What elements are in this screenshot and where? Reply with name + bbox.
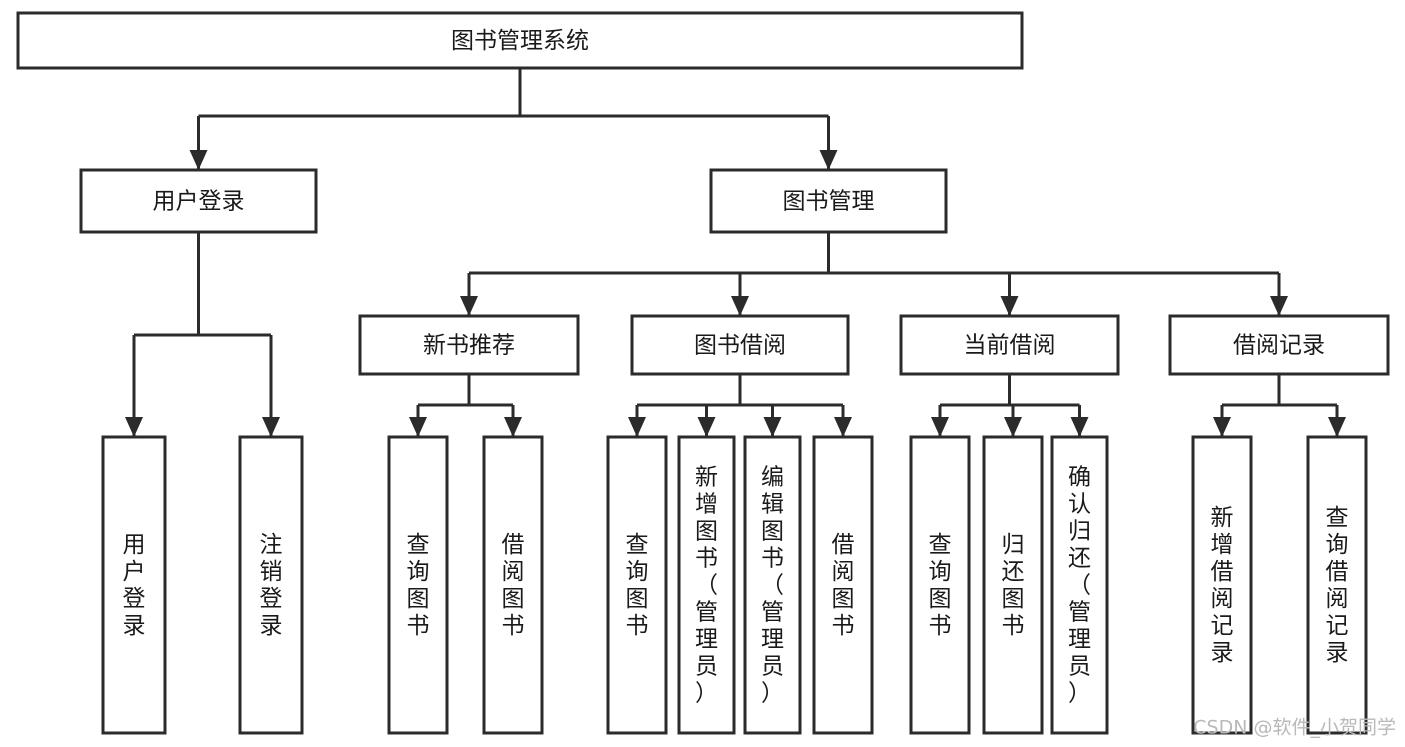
node-l2-book-borrow[interactable]: 图书借阅 (630, 314, 850, 376)
arrow-head-icon (125, 417, 143, 437)
node-box (387, 435, 449, 735)
node-layer: 图书管理系统用户登录图书管理新书推荐图书借阅当前借阅借阅记录用户登录注销登录查询… (16, 11, 1390, 735)
node-label: 编辑图书（管理员） (761, 465, 784, 707)
node-box (743, 435, 802, 735)
arrow-head-icon (409, 417, 427, 437)
node-box (79, 168, 318, 234)
node-root[interactable]: 图书管理系统 (16, 11, 1024, 70)
arrow-head-icon (504, 417, 522, 437)
node-label: 注销登录 (260, 532, 283, 639)
arrow-head-icon (1070, 417, 1089, 437)
arrow-head-icon (763, 417, 782, 437)
node-box (812, 435, 874, 735)
node-l2-new-book-rec[interactable]: 新书推荐 (358, 314, 580, 376)
node-leaf-edit-book[interactable]: 编辑图书（管理员） (743, 435, 802, 735)
node-label: 用户登录 (153, 189, 245, 215)
arrow-head-icon (1270, 296, 1288, 316)
node-box (482, 435, 544, 735)
node-box (709, 168, 948, 234)
node-box (982, 435, 1044, 735)
node-box (101, 435, 167, 735)
arrow-head-icon (189, 150, 208, 170)
arrow-head-icon (628, 417, 646, 437)
arrow-head-icon (1213, 417, 1231, 437)
arrow-head-icon (1000, 296, 1019, 316)
node-box (909, 435, 971, 735)
node-label: 确认归还（管理员） (1068, 465, 1091, 707)
node-label: 借阅图书 (832, 532, 855, 639)
node-leaf-borrow-book-a[interactable]: 借阅图书 (482, 435, 544, 735)
node-label: 当前借阅 (964, 333, 1056, 359)
arrow-head-icon (262, 417, 280, 437)
node-leaf-add-book[interactable]: 新增图书（管理员） (677, 435, 736, 735)
node-box (238, 435, 304, 735)
node-box (899, 314, 1120, 376)
node-l2-borrow-record[interactable]: 借阅记录 (1168, 314, 1390, 376)
arrow-head-icon (819, 150, 838, 170)
node-label: 图书借阅 (694, 333, 786, 359)
node-box (1168, 314, 1390, 376)
node-label: 借阅图书 (502, 532, 525, 639)
node-label: 查询图书 (407, 532, 430, 639)
node-leaf-query-record[interactable]: 查询借阅记录 (1306, 435, 1368, 735)
node-box (16, 11, 1024, 70)
node-leaf-logout[interactable]: 注销登录 (238, 435, 304, 735)
node-label: 新增借阅记录 (1211, 505, 1234, 666)
node-l1-user-login[interactable]: 用户登录 (79, 168, 318, 234)
arrow-head-icon (460, 296, 478, 316)
node-label: 归还图书 (1002, 532, 1025, 639)
node-box (1050, 435, 1109, 735)
arrow-head-icon (1004, 417, 1022, 437)
arrow-head-icon (834, 417, 852, 437)
node-leaf-confirm-return[interactable]: 确认归还（管理员） (1050, 435, 1109, 735)
arrow-head-icon (731, 296, 749, 316)
node-box (1191, 435, 1253, 735)
node-leaf-query-book-c[interactable]: 查询图书 (909, 435, 971, 735)
node-label: 新增图书（管理员） (695, 465, 718, 707)
node-leaf-borrow-book-b[interactable]: 借阅图书 (812, 435, 874, 735)
node-label: 图书管理 (783, 189, 875, 215)
node-box (1306, 435, 1368, 735)
node-box (606, 435, 668, 735)
node-box (358, 314, 580, 376)
node-label: 用户登录 (123, 532, 146, 639)
arrow-head-icon (1328, 417, 1346, 437)
node-label: 新书推荐 (423, 333, 515, 359)
node-l1-book-manage[interactable]: 图书管理 (709, 168, 948, 234)
node-leaf-add-record[interactable]: 新增借阅记录 (1191, 435, 1253, 735)
connector-layer (125, 68, 1346, 437)
node-label: 图书管理系统 (451, 28, 589, 54)
node-l2-current-borrow[interactable]: 当前借阅 (899, 314, 1120, 376)
node-leaf-query-book-a[interactable]: 查询图书 (387, 435, 449, 735)
node-box (630, 314, 850, 376)
node-label: 借阅记录 (1233, 333, 1325, 359)
node-leaf-user-login[interactable]: 用户登录 (101, 435, 167, 735)
node-label: 查询图书 (626, 532, 649, 639)
node-leaf-query-book-b[interactable]: 查询图书 (606, 435, 668, 735)
node-label: 查询图书 (929, 532, 952, 639)
arrow-head-icon (931, 417, 949, 437)
watermark: CSDN @软件_小贺同学 (1193, 717, 1396, 739)
node-box (677, 435, 736, 735)
node-label: 查询借阅记录 (1326, 505, 1349, 666)
node-leaf-return-book[interactable]: 归还图书 (982, 435, 1044, 735)
arrow-head-icon (697, 417, 716, 437)
